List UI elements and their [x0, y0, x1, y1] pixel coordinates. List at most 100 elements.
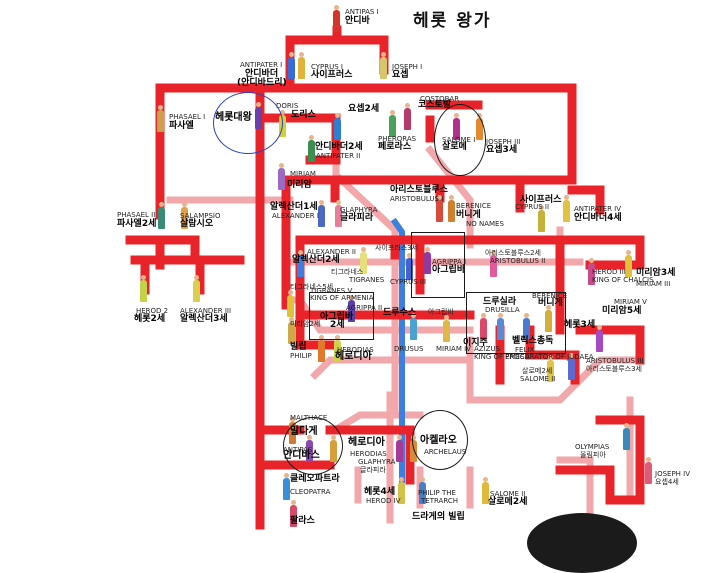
- label-miriam5-en: MIRIAM V: [614, 298, 647, 306]
- label-agrippa1-en: AGRIPPA I: [432, 258, 467, 266]
- label-tigranes-en: TIGRANES: [349, 276, 385, 284]
- label-no-names: NO NAMES: [466, 220, 504, 228]
- figure-antipater1: [288, 52, 295, 79]
- label-felix-en: FELIX: [515, 346, 535, 354]
- figure-aristobulus1: [436, 195, 443, 222]
- label-salampsio-en: SALAMPSIO: [180, 212, 221, 220]
- figure-antipas1: [333, 5, 340, 32]
- label-herod3-en2: KING OF CHALCIS: [592, 276, 654, 284]
- figure-salampsio: [181, 202, 188, 229]
- label-glaphyra2-ko: 글라피라: [360, 466, 386, 474]
- label-miriam4-en: MIRIAM IV: [436, 345, 471, 353]
- figure-drusus: [410, 313, 417, 340]
- agrippa1-box: [411, 232, 465, 298]
- label-tigranes5-ko: 티그라네스5세: [290, 283, 334, 291]
- label-philip-tetrarch-en2: TETRARCH: [421, 497, 459, 505]
- label-phasael1-ko: 파사엘: [169, 121, 194, 131]
- label-pheroras-en: PHERORAS: [378, 135, 417, 143]
- label-alexander3-ko: 알렉산더3세: [180, 314, 228, 324]
- label-miriam-en: MIRIAM: [290, 170, 316, 178]
- figure-phasael2: [158, 202, 165, 229]
- figure-olympias: [623, 423, 630, 450]
- figure-archelaus: [396, 435, 403, 462]
- label-cyprus3-ko: 사이프러스3세: [375, 244, 419, 252]
- label-joseph3-ko: 요셉3세: [486, 145, 518, 155]
- figure-joseph4: [645, 457, 652, 484]
- label-phasael2-en: PHASAEL II: [117, 211, 156, 219]
- label-antipas1-en: ANTIPAS I: [345, 8, 379, 16]
- label-miriam5-ko: 미리암5세: [602, 306, 642, 316]
- label-alexander2-en: ALEXANDER II: [307, 248, 356, 256]
- label-alexander3-en: ALEXANDER III: [180, 307, 232, 315]
- label-antipater1-ko: 안디바더: [245, 69, 279, 79]
- label-tigranes5-en2: KING OF ARMENIA: [310, 294, 374, 302]
- label-salome2-en: SALOME II: [520, 375, 556, 383]
- figure-miriam5: [596, 325, 603, 352]
- label-cyprus2-en: CYPRUS II: [515, 203, 550, 211]
- label-miriam3-ko: 미리암3세: [636, 268, 676, 278]
- label-antipas1-ko: 안디바: [345, 16, 370, 26]
- label-pallas-ko: 팔라스: [290, 516, 315, 526]
- label-salome2b-ko: 살로메2세: [488, 497, 528, 507]
- figure-berenice2: [545, 305, 552, 332]
- figure-herodias: [334, 335, 341, 362]
- label-philip-ko: 빌립: [290, 342, 307, 352]
- drusilla-box: [466, 292, 566, 354]
- agrippa2-box: [309, 292, 374, 340]
- lineage-lines: [125, 25, 645, 530]
- label-cyprus1-ko: 사이프러스: [311, 70, 353, 80]
- label-antipater4-en: ANTIPATER IV: [574, 205, 622, 213]
- label-herod4-en: HEROD IV: [366, 497, 401, 505]
- label-doris-en: DORIS: [276, 102, 299, 110]
- label-felix-ko: 벨릭스총독: [512, 336, 554, 346]
- label-berenice1-en: BERENICE: [456, 202, 492, 210]
- figure-azizus: [480, 313, 487, 340]
- label-agrippa2-en: AGRIPPA II: [346, 304, 383, 312]
- label-antipater2-en: ANTIPATER II: [316, 152, 361, 160]
- label-drusus-ko: 드루수스: [383, 308, 417, 318]
- label-drusilla-ko: 드루실라: [483, 297, 517, 307]
- label-herodias-ko: 헤로디아: [335, 351, 372, 362]
- label-herod2-en: HEROD 2: [136, 307, 169, 315]
- label-cyprus2-ko: 사이프러스: [520, 195, 562, 205]
- label-alexander1-ko: 알렉산더1세: [270, 202, 318, 212]
- label-miriam-ko: 미리암: [287, 180, 312, 190]
- label-drusus-en: DRUSUS: [394, 345, 424, 353]
- figure-salome2: [547, 355, 554, 382]
- figure-salome2b: [482, 477, 489, 504]
- label-pheroras-ko: 페로라스: [378, 142, 412, 152]
- label-doris-ko: 도리스: [291, 110, 316, 120]
- label-tigranes5-en: TIGRANES V: [310, 287, 353, 295]
- herod-great-circle: [213, 92, 283, 154]
- figure-herod4: [398, 477, 405, 504]
- label-aristobulus2-ko: 아리스토블루스2세: [485, 249, 541, 257]
- blue-line: [390, 217, 405, 483]
- figure-agrippa1: [424, 247, 431, 274]
- label-antipater1-en: ANTIPATER I: [240, 61, 283, 69]
- figure-miriam3: [625, 250, 632, 277]
- figure-philip: [318, 335, 325, 362]
- antipas-circle: [283, 417, 343, 475]
- label-berenice2-en: BERENICE: [532, 292, 568, 300]
- figure-tigranes: [360, 247, 367, 274]
- figure-alexander3: [193, 275, 200, 302]
- label-felix-en2: PROCURATOR OF JUDAEA: [505, 353, 594, 361]
- figure-antipater2: [308, 135, 315, 162]
- label-cleopatra-en: CLEOPATRA: [290, 488, 331, 496]
- label-salome2b-en: SALOME II: [490, 490, 526, 498]
- label-philip-en: PHILIP: [290, 352, 312, 360]
- label-glaphyra1-ko: 글라피라: [340, 213, 374, 223]
- figure-drusilla: [497, 313, 504, 340]
- label-costobar-ko: 코스토발: [418, 100, 452, 110]
- label-herod3-en: HEROD III: [592, 268, 626, 276]
- figure-antipater4: [563, 195, 570, 222]
- label-aristobulus2-en: ARISTOBULUS II: [490, 257, 546, 265]
- figure-tigranes5: [287, 290, 294, 317]
- figure-aristobulus3: [568, 353, 575, 380]
- label-philip-tetrarch-en: PHILIP THE: [418, 489, 456, 497]
- label-berenice2-ko: 버니게: [538, 298, 563, 308]
- label-salome2-ko: 살로메2세: [522, 367, 553, 375]
- label-glaphyra2-en: GLAPHYRA: [358, 458, 396, 466]
- label-agrippa-ko2: 아그립바: [428, 308, 454, 316]
- figure-philip-tetrarch: [419, 477, 426, 504]
